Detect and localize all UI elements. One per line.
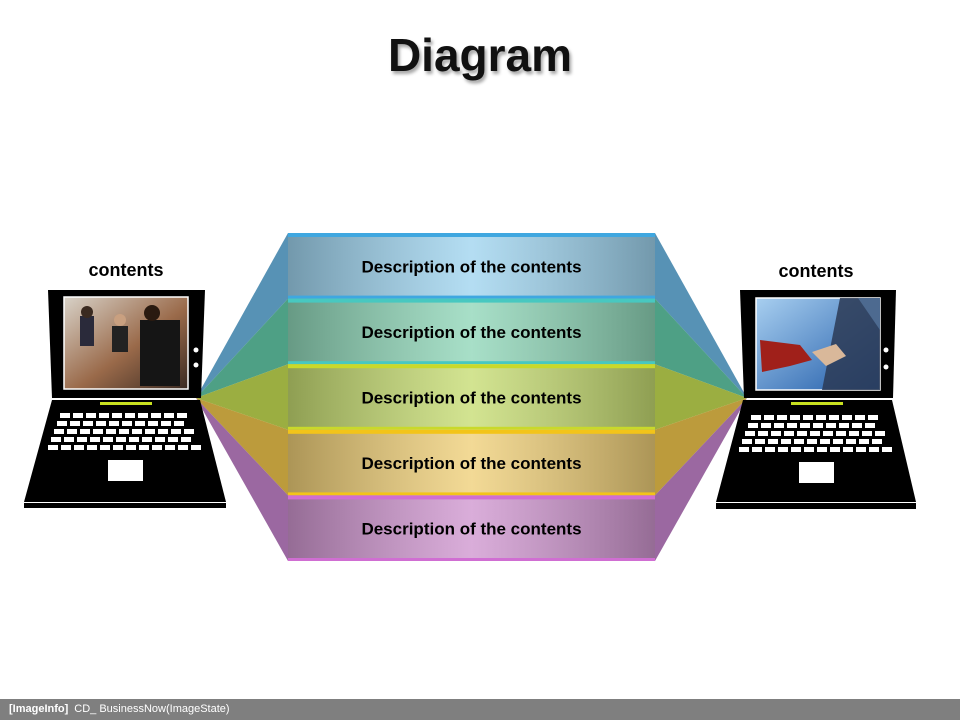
laptop-left-icon <box>24 290 226 508</box>
laptop-right-icon <box>716 290 916 509</box>
beam-left-5 <box>196 398 288 561</box>
footer-text: CD_ BusinessNow(ImageState) <box>74 703 230 715</box>
image-info-footer: [ImageInfo] CD_ BusinessNow(ImageState) <box>0 699 960 720</box>
band-label-2: Description of the contents <box>361 323 581 342</box>
band-label-5: Description of the contents <box>361 520 581 539</box>
band-label-3: Description of the contents <box>361 388 581 407</box>
beam-right-1 <box>655 233 747 398</box>
band-label-4: Description of the contents <box>361 454 581 473</box>
band-3: Description of the contents <box>288 364 655 430</box>
beam-left-2 <box>196 298 288 398</box>
laptop-left-label: contents <box>88 260 164 280</box>
beam-right-5 <box>655 398 747 561</box>
light-beams <box>196 233 747 561</box>
footer-tag: [ImageInfo] <box>9 703 69 715</box>
band-4: Description of the contents <box>288 429 655 496</box>
beam-left-4 <box>196 398 288 496</box>
beam-right-3 <box>655 364 747 430</box>
band-5: Description of the contents <box>288 495 655 561</box>
slide-title: Diagram <box>387 29 573 81</box>
band-1: Description of the contents <box>288 233 655 299</box>
laptop-right-label: contents <box>778 261 854 281</box>
band-2: Description of the contents <box>288 298 655 365</box>
beam-left-1 <box>196 233 288 398</box>
beam-left-3 <box>196 364 288 430</box>
beam-right-2 <box>655 298 747 398</box>
band-label-1: Description of the contents <box>361 257 581 276</box>
beam-right-4 <box>655 398 747 496</box>
